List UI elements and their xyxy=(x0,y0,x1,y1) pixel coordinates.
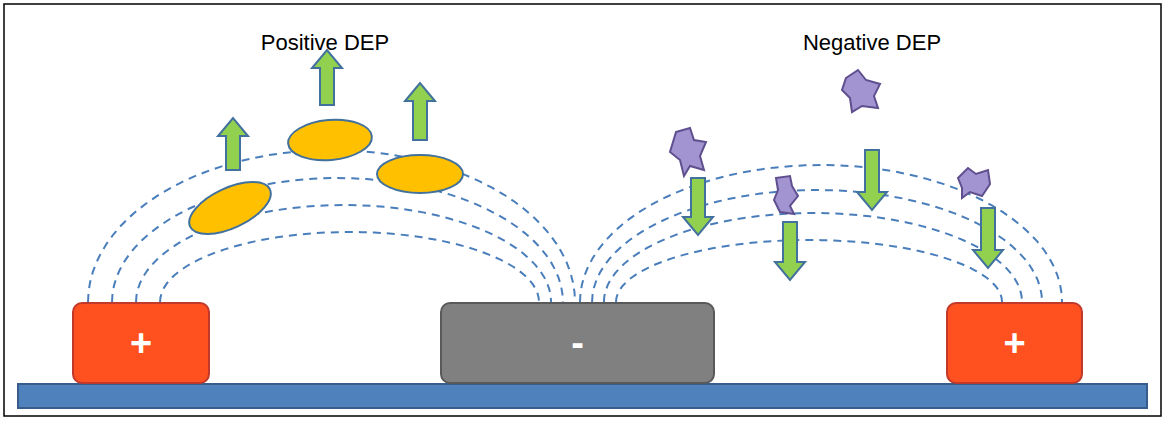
field-line xyxy=(592,190,1042,302)
field-line xyxy=(160,232,539,302)
particle xyxy=(842,70,880,112)
particle xyxy=(670,128,706,176)
section-heading: Negative DEP xyxy=(803,30,941,56)
positive-electrode: + xyxy=(946,302,1083,384)
field-line xyxy=(88,150,575,302)
field-line xyxy=(580,165,1062,302)
positive-electrode: + xyxy=(72,302,210,384)
particle xyxy=(182,171,279,244)
force-arrow xyxy=(683,178,713,235)
electrode-polarity: - xyxy=(571,324,584,362)
electrode-polarity: + xyxy=(1003,324,1025,362)
particle xyxy=(286,116,373,163)
section-heading: Positive DEP xyxy=(261,30,389,56)
force-arrow xyxy=(218,118,248,170)
particle xyxy=(774,176,798,214)
particle xyxy=(377,155,463,193)
substrate xyxy=(18,384,1147,408)
force-arrow xyxy=(857,150,887,210)
field-line xyxy=(616,240,1002,302)
negative-electrode: - xyxy=(440,302,715,384)
electrode-polarity: + xyxy=(130,324,152,362)
field-line xyxy=(604,213,1022,302)
frame xyxy=(4,4,1161,416)
particle xyxy=(958,168,990,198)
force-arrow xyxy=(775,222,805,280)
force-arrow xyxy=(405,83,435,140)
force-arrow xyxy=(312,50,342,105)
field-line xyxy=(112,178,563,302)
force-arrow xyxy=(973,208,1003,268)
